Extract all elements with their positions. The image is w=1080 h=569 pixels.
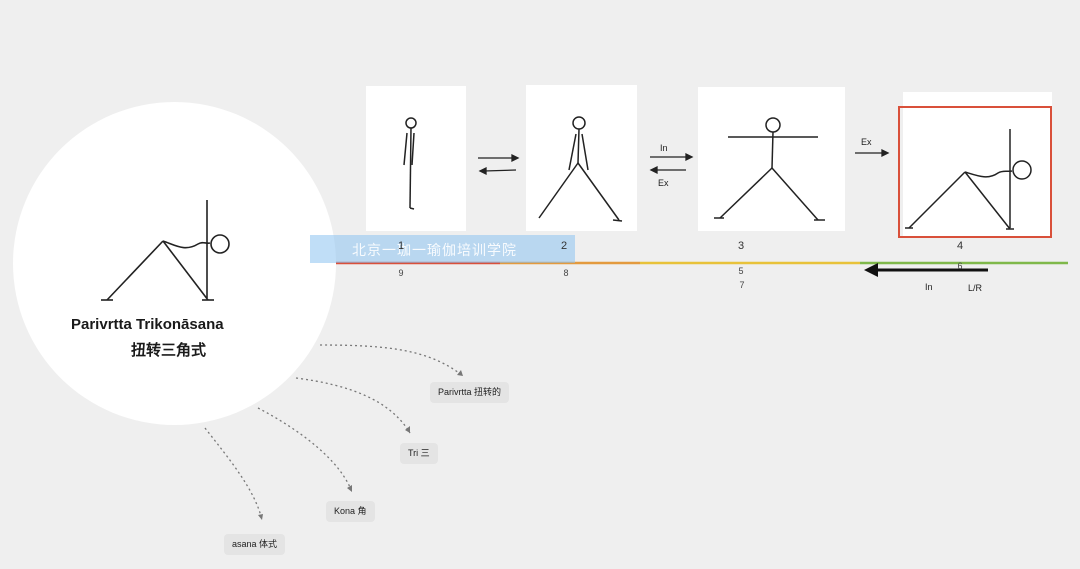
step-sub-2: 8 xyxy=(563,268,569,278)
circle-pose-figure xyxy=(101,200,230,301)
etymology-tag-kona[interactable]: Kona 角 xyxy=(326,501,375,522)
etymology-connectors xyxy=(204,344,464,521)
step-card-4 xyxy=(903,92,1052,238)
step-sub-3a: 5 xyxy=(738,266,744,276)
transition-arrows xyxy=(478,148,890,176)
return-side-label: L/R xyxy=(968,283,983,293)
step-3-figure xyxy=(714,117,825,221)
step-4-figure xyxy=(905,129,1032,230)
etymology-tag-tri[interactable]: Tri 三 xyxy=(400,443,438,464)
step-card-1 xyxy=(366,86,466,231)
etymology-tag-asana[interactable]: asana 体式 xyxy=(224,534,286,555)
pose-name-en: Parivrtta Trikonāsana xyxy=(71,316,224,333)
pose-name-cn: 扭转三角式 xyxy=(131,342,207,359)
step-number-3: 3 xyxy=(737,240,745,252)
step-number-4: 4 xyxy=(956,240,964,252)
return-arrow xyxy=(864,263,988,277)
step-number-1: 1 xyxy=(397,240,405,252)
pose-summary-circle xyxy=(13,102,336,425)
return-in-label: In xyxy=(925,282,933,292)
step-number-2: 2 xyxy=(560,240,568,252)
breath-in-label: In xyxy=(660,143,668,153)
step-1-figure xyxy=(403,117,417,210)
breath-ex-label-2: Ex xyxy=(861,137,872,147)
step-4-highlight xyxy=(898,106,1052,238)
step-sub-4: 6 xyxy=(957,261,963,271)
step-sub-1: 9 xyxy=(398,268,404,278)
breath-ex-label: Ex xyxy=(658,178,669,188)
step-card-2 xyxy=(526,85,637,231)
arrow-head xyxy=(511,153,520,163)
watermark-band xyxy=(310,235,575,263)
watermark-text: 北京一珈一瑜伽培训学院 xyxy=(352,242,517,258)
step-sub-3b: 7 xyxy=(739,280,745,290)
step-2-figure xyxy=(538,116,623,222)
etymology-tag-parivrtta[interactable]: Parivrtta 扭转的 xyxy=(430,382,510,403)
connector-arrowheads xyxy=(258,370,463,520)
